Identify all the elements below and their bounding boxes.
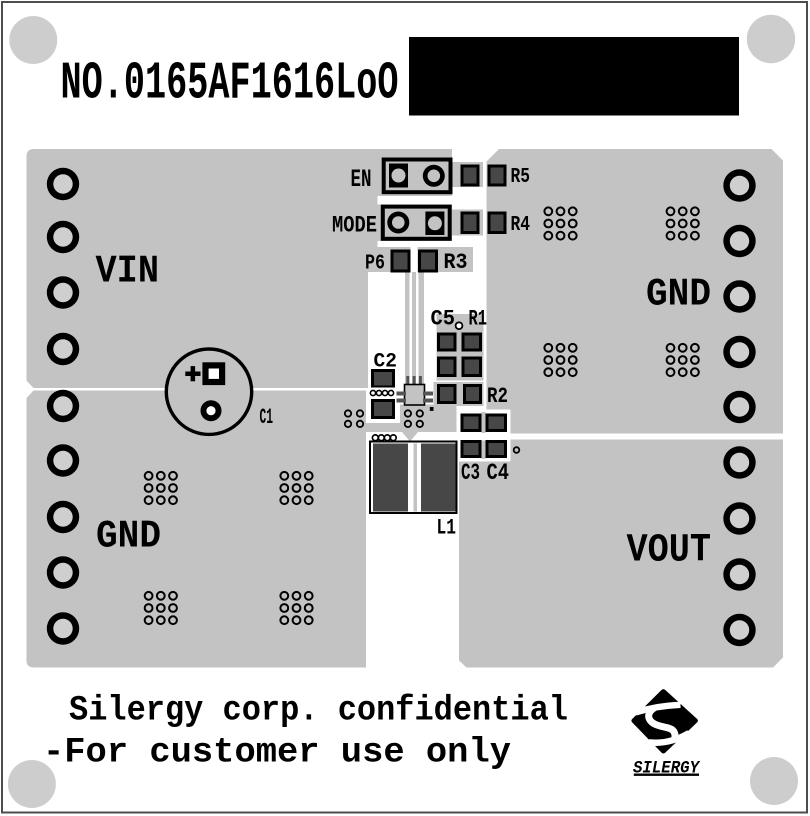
svg-text:R2: R2 — [487, 383, 508, 409]
svg-text:-For customer use only: -For customer use only — [43, 732, 511, 773]
svg-text:C3: C3 — [461, 460, 480, 486]
svg-text:Silergy corp. confidential: Silergy corp. confidential — [69, 690, 568, 731]
svg-text:C4: C4 — [487, 460, 510, 486]
svg-text:VIN: VIN — [96, 250, 160, 294]
svg-text:VOUT: VOUT — [627, 529, 712, 574]
svg-text:L1: L1 — [437, 514, 457, 540]
svg-text:C5: C5 — [431, 307, 456, 332]
svg-text:R4: R4 — [511, 214, 531, 237]
svg-text:C2: C2 — [374, 351, 398, 374]
svg-text:P6: P6 — [365, 252, 385, 276]
svg-text:NO.0165AF1616LoO: NO.0165AF1616LoO — [61, 54, 399, 114]
svg-text:GND: GND — [96, 515, 161, 559]
svg-text:R1: R1 — [469, 307, 488, 332]
svg-text:MODE: MODE — [332, 213, 377, 240]
svg-text:C1: C1 — [260, 404, 274, 430]
svg-text:R3: R3 — [444, 249, 468, 275]
svg-text:R5: R5 — [511, 166, 531, 189]
svg-text:EN: EN — [351, 166, 372, 194]
svg-text:GND: GND — [646, 273, 711, 317]
